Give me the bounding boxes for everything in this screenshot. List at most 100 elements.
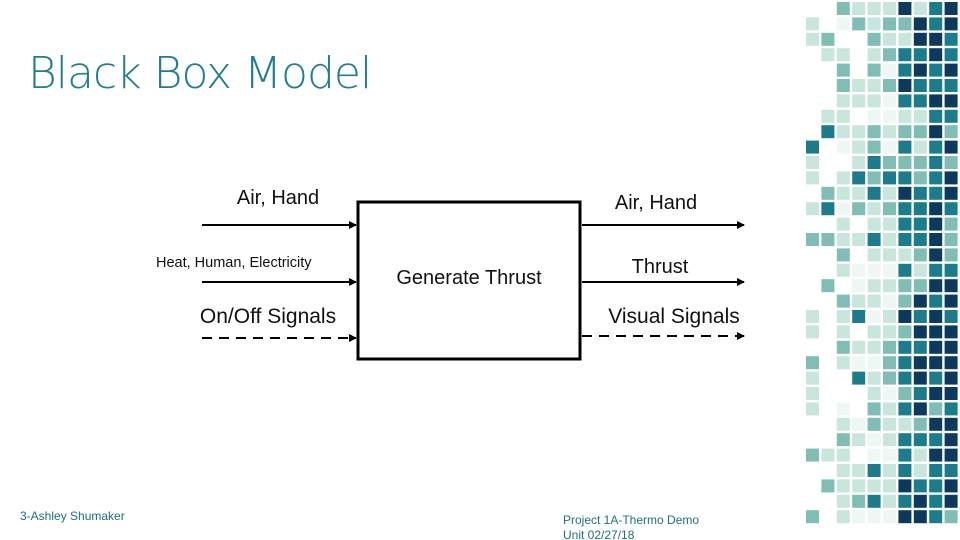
mosaic-tile — [852, 125, 866, 139]
mosaic-tile — [944, 217, 958, 231]
mosaic-tile — [852, 79, 866, 92]
mosaic-tile — [913, 340, 927, 354]
mosaic-tile — [867, 140, 881, 154]
mosaic-tile — [929, 109, 943, 123]
mosaic-tile — [883, 479, 896, 493]
mosaic-tile — [929, 171, 943, 185]
mosaic-tile — [836, 479, 850, 493]
mosaic-tile — [821, 279, 835, 293]
mosaic-tile — [898, 217, 912, 231]
mosaic-tile — [913, 356, 927, 370]
mosaic-tile — [929, 464, 943, 477]
mosaic-tile — [898, 32, 912, 46]
mosaic-tile — [913, 63, 927, 77]
mosaic-tile — [944, 510, 958, 524]
mosaic-tile — [944, 294, 958, 308]
mosaic-tile — [944, 448, 958, 462]
mosaic-tile — [898, 479, 912, 493]
mosaic-tile — [852, 340, 866, 354]
mosaic-tile — [806, 32, 819, 46]
mosaic-tile — [944, 494, 958, 508]
mosaic-tile — [883, 109, 896, 123]
mosaic-tile — [867, 233, 881, 246]
mosaic-tile — [913, 479, 927, 493]
mosaic-tile — [867, 294, 881, 308]
mosaic-tile — [944, 202, 958, 216]
mosaic-tile — [929, 433, 943, 447]
output-label-signal: Visual Signals — [608, 305, 740, 328]
mosaic-tile — [898, 310, 912, 323]
mosaic-tile — [867, 79, 881, 92]
mosaic-tile — [913, 371, 927, 385]
mosaic-tile — [944, 402, 958, 416]
mosaic-tile — [913, 233, 927, 246]
mosaic-tile — [852, 202, 866, 216]
mosaic-tile — [836, 171, 850, 185]
mosaic-tile — [898, 325, 912, 339]
slide-title: Black Box Model — [28, 48, 372, 99]
mosaic-tile — [883, 356, 896, 370]
mosaic-tile — [867, 433, 881, 447]
mosaic-tile — [867, 17, 881, 31]
mosaic-tile — [944, 433, 958, 447]
mosaic-tile — [867, 325, 881, 339]
mosaic-tile — [867, 464, 881, 477]
mosaic-tile — [944, 125, 958, 139]
mosaic-tile — [929, 186, 943, 200]
mosaic-tile — [929, 356, 943, 370]
mosaic-tile — [913, 248, 927, 262]
mosaic-tile — [806, 140, 819, 154]
mosaic-tile — [944, 2, 958, 15]
project-footer-line2: Unit 02/27/18 — [563, 528, 635, 540]
mosaic-tile — [867, 417, 881, 431]
mosaic-tile — [883, 63, 896, 77]
mosaic-tile — [883, 371, 896, 385]
mosaic-tile — [852, 510, 866, 524]
mosaic-tile — [913, 433, 927, 447]
mosaic-tile — [852, 294, 866, 308]
mosaic-tile — [929, 2, 943, 15]
mosaic-tile — [867, 186, 881, 200]
mosaic-tile — [806, 202, 819, 216]
mosaic-tile — [852, 464, 866, 477]
mosaic-tile — [898, 202, 912, 216]
mosaic-tile — [929, 233, 943, 246]
mosaic-tile — [883, 263, 896, 277]
mosaic-tile — [944, 32, 958, 46]
mosaic-tile — [898, 79, 912, 92]
mosaic-tile — [852, 417, 866, 431]
mosaic-tile — [883, 510, 896, 524]
mosaic-tile — [898, 356, 912, 370]
mosaic-tile — [836, 217, 850, 231]
mosaic-tile — [913, 402, 927, 416]
mosaic-tile — [867, 340, 881, 354]
mosaic-tile — [821, 202, 835, 216]
mosaic-tile — [883, 402, 896, 416]
project-footer-line1: Project 1A-Thermo Demo — [563, 513, 700, 527]
mosaic-tile — [898, 48, 912, 62]
mosaic-tile — [852, 171, 866, 185]
mosaic-tile — [929, 94, 943, 108]
mosaic-tile — [898, 233, 912, 246]
mosaic-tile — [806, 325, 819, 339]
mosaic-tile — [883, 156, 896, 169]
mosaic-tile — [883, 340, 896, 354]
mosaic-tile — [898, 263, 912, 277]
mosaic-tile — [929, 402, 943, 416]
mosaic-tile — [944, 233, 958, 246]
mosaic-tile — [913, 417, 927, 431]
mosaic-tile — [867, 510, 881, 524]
mosaic-tile — [836, 109, 850, 123]
mosaic-tile — [836, 464, 850, 477]
mosaic-tile — [806, 448, 819, 462]
mosaic-tile — [883, 171, 896, 185]
mosaic-tile — [913, 387, 927, 400]
mosaic-tile — [898, 433, 912, 447]
mosaic-tile — [898, 464, 912, 477]
mosaic-tile — [929, 32, 943, 46]
mosaic-tile — [913, 186, 927, 200]
mosaic-tile — [898, 186, 912, 200]
mosaic-tile — [929, 387, 943, 400]
mosaic-tile — [898, 109, 912, 123]
